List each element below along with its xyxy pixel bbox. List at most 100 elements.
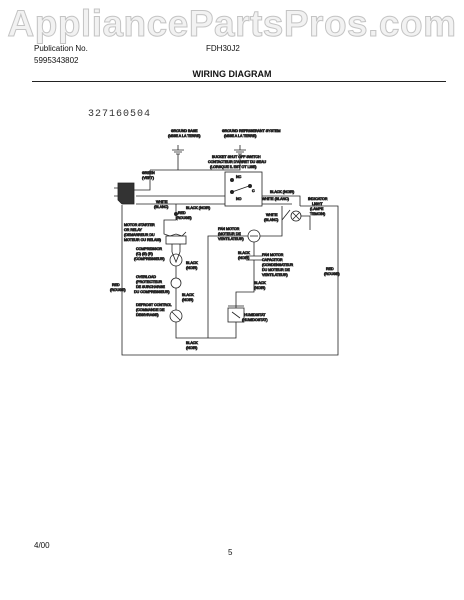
fan-capacitor-icon [246,255,262,274]
compressor-icon [169,251,183,267]
wire-outer-loop [121,205,339,356]
fan-motor-icon [247,229,261,243]
label-bucket-switch: BUCKET SHUT OFF SWITCH CONTACTEUR D'ARRE… [208,155,267,170]
wire-ground [150,154,241,171]
wire-humidistat-down [208,322,237,339]
page-number: 5 [228,548,233,557]
label-motor-starter: MOTOR STARTER OR RELAY (DEMARREUR DU MOT… [124,223,162,243]
red-label-c-fr: (ROUGE) [324,272,340,276]
label-defrost: DEFROST CONTROL (COMMANDE DE DEGIVRAGE) [136,303,172,318]
label-black-g: BLACK (NOIR) [186,341,199,351]
black-noir-label-left: BLACK (NOIR) [186,206,210,210]
ground-base-label: GROUND BASE [171,129,198,133]
wire-cap-to-humidistat [235,274,255,298]
label-black-f: BLACK (NOIR) [254,281,267,291]
model-number: FDH30J2 [206,44,240,53]
white-label-mid: WHITE [266,213,278,217]
ground-base-icon [172,145,184,155]
indicator-label: INDICATOR [308,197,328,201]
publication-label: Publication No. [34,44,88,53]
green-label: GREEN [142,171,155,175]
black-label-d-fr: (NOIR) [182,298,193,302]
bucket-switch-icon [224,171,263,207]
indicator-label-fr: (LAMPE [310,207,324,211]
label-black-c: BLACK (NOIR) [186,261,199,271]
fan-motor-label: FAN MOTOR [218,227,240,231]
black-label-d: BLACK [182,293,194,297]
red-label-a-fr: (ROUGE) [176,216,192,220]
black-label-e-fr: (NOIR) [238,256,249,260]
bucket-switch-label-fr2: (LORSQUE IL EST OT LISE) [210,165,256,169]
label-green: GREEN (VERT) [142,171,156,181]
overload-label-fr: (PROTECTEUR [136,280,162,284]
motor-starter-label-fr2: MOTEUR OU RELAIS) [124,238,161,242]
humidistat-label-fr: (HUMIDOSTAT) [242,318,268,322]
ground-refrigerant-icon [234,145,246,155]
black-label-f-fr: (NOIR) [254,286,265,290]
label-fan-capacitor: FAN MOTOR CAPACITOR (CONDENSATEUR DU MOT… [262,253,294,278]
wire-relay-feed [163,219,176,230]
indicator-label-2: LIGHT [312,202,323,206]
c-label: C [252,189,255,193]
black-label-e: BLACK [238,251,250,255]
fan-motor-label-fr: (MOTEUR DE [218,232,241,236]
nc-label: NC [236,175,242,179]
bucket-switch-label: BUCKET SHUT OFF SWITCH [212,155,261,159]
indicator-light-icon [290,210,302,222]
overload-icon [170,277,182,289]
publication-number: 5995343802 [34,56,79,65]
power-plug-icon [117,182,135,205]
footer-date: 4/00 [34,541,50,550]
part-number: 327160504 [88,109,152,120]
wire-fan-left [207,235,248,338]
page-title: WIRING DIAGRAM [192,69,272,79]
black-label-c: BLACK [186,261,198,265]
overload-label: OVERLOAD [136,275,156,279]
red-label-b: RED [112,283,120,287]
humidistat-label: HUMIDISTAT [244,313,266,317]
label-black-d: BLACK (NOIR) [182,293,195,303]
white-blanc-label-top: WHITE (BLANC) [262,197,289,201]
fan-cap-label-fr2: DU MOTEUR DE [262,268,290,272]
red-label-b-fr: (ROUGE) [110,288,126,292]
label-red-a: RED (ROUGE) [176,211,192,221]
no-label: NO [236,197,242,201]
label-overload: OVERLOAD (PROTECTEUR DE SURCHARGE DU COM… [134,275,170,295]
bucket-switch-label-fr: CONTACTEUR D'ARRET DU SEAU [208,160,266,164]
label-black-e: BLACK (NOIR) [238,251,251,261]
label-red-c: RED (ROUGE) [324,267,340,277]
ground-base-label-fr: (MISE A LA TERRE) [168,134,201,138]
white-label-left-fr: (BLANC) [154,205,168,209]
wire-light-right [301,215,311,230]
fan-cap-label: FAN MOTOR [262,253,284,257]
black-label-g: BLACK [186,341,198,345]
plug-prongs-icon [114,187,118,197]
overload-label-fr3: DU COMPRESSEUR) [134,290,170,294]
motor-starter-label-2: OR RELAY [124,228,143,232]
red-label-c: RED [326,267,334,271]
watermark: AppliancePartsPros.com [7,3,457,44]
overload-label-fr2: DE SURCHARGE [136,285,166,289]
label-ground-base: GROUND BASE (MISE A LA TERRE) [168,129,201,139]
ground-refrigerant-label: GROUND REFRIGERANT SYSTEM [222,129,280,133]
wire-green-ground [134,170,151,191]
defrost-label-fr2: DEGIVRAGE) [136,313,159,317]
black-label-f: BLACK [254,281,266,285]
wire-red-right [281,206,291,221]
defrost-label: DEFROST CONTROL [136,303,172,307]
wire-black-bottom-left [175,322,208,339]
motor-starter-icon [163,230,187,252]
green-label-fr: (VERT) [142,176,154,180]
compressor-label-2: (C) (S) (R) [136,252,153,256]
fan-cap-label-fr3: VENTILATEUR) [262,273,288,277]
fan-cap-label-fr: (CONDENSATEUR [262,263,293,267]
label-indicator-light: INDICATOR LIGHT (LAMPE TEMOIN) [308,197,329,217]
indicator-label-fr2: TEMOIN) [310,212,325,216]
label-humidistat: HUMIDISTAT (HUMIDOSTAT) [242,313,268,323]
ground-refrigerant-label-fr: (MISE A LA TERRE) [224,134,257,138]
wire-black-top [136,195,301,206]
title-rule [32,81,446,82]
motor-starter-label: MOTOR STARTER [124,223,155,227]
compressor-label-fr: (COMPRESSEUR) [134,257,165,261]
